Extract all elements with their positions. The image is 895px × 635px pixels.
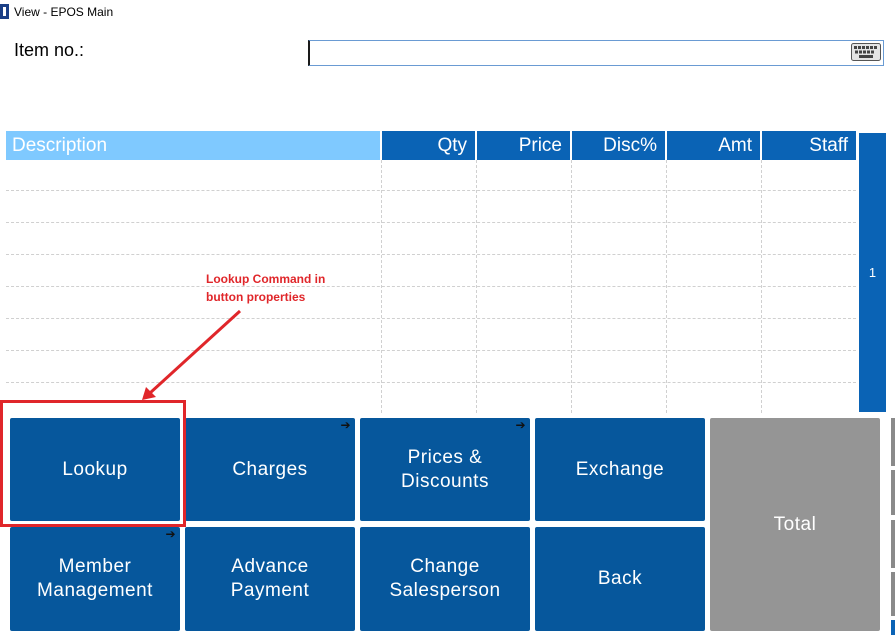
edge-panel bbox=[891, 418, 895, 466]
advance-payment-button[interactable]: Advance Payment bbox=[185, 527, 355, 631]
total-label: Total bbox=[773, 513, 817, 535]
charges-label: Charges bbox=[232, 458, 308, 480]
items-grid[interactable] bbox=[6, 160, 856, 413]
lookup-button[interactable]: Lookup bbox=[10, 418, 180, 521]
column-header-disc: Disc% bbox=[572, 131, 665, 160]
grid-row-line bbox=[6, 222, 856, 223]
grid-column-line bbox=[476, 160, 477, 413]
change-salesperson-label: Change Salesperson bbox=[389, 556, 501, 601]
grid-row-line bbox=[6, 254, 856, 255]
grid-column-line bbox=[381, 160, 382, 413]
column-header-amt: Amt bbox=[667, 131, 760, 160]
column-header-staff: Staff bbox=[762, 131, 856, 160]
keyboard-icon[interactable] bbox=[851, 43, 881, 61]
exchange-button[interactable]: Exchange bbox=[535, 418, 705, 521]
edge-panel bbox=[891, 620, 895, 635]
charges-button[interactable]: ➔ Charges bbox=[185, 418, 355, 521]
app-icon bbox=[0, 4, 9, 19]
edge-panel bbox=[891, 470, 895, 515]
member-management-label: Member Management bbox=[37, 556, 153, 601]
total-button[interactable]: Total bbox=[710, 418, 880, 631]
member-management-button[interactable]: ➔ Member Management bbox=[10, 527, 180, 631]
prices-discounts-button[interactable]: ➔ Prices & Discounts bbox=[360, 418, 530, 521]
annotation-text: Lookup Command in button properties bbox=[206, 272, 326, 304]
grid-page-indicator[interactable]: 1 bbox=[859, 133, 886, 412]
lookup-label: Lookup bbox=[62, 458, 128, 480]
prices-discounts-label: Prices & Discounts bbox=[401, 446, 489, 492]
grid-column-line bbox=[571, 160, 572, 413]
edge-panel bbox=[891, 520, 895, 568]
grid-row-line bbox=[6, 318, 856, 319]
grid-row-line bbox=[6, 382, 856, 383]
change-salesperson-button[interactable]: Change Salesperson bbox=[360, 527, 530, 631]
grid-row-line bbox=[6, 190, 856, 191]
advance-payment-label: Advance Payment bbox=[230, 556, 310, 601]
lookup-highlight-box bbox=[0, 400, 186, 527]
item-no-label: Item no.: bbox=[14, 40, 85, 60]
column-header-qty: Qty bbox=[382, 131, 475, 160]
page-number: 1 bbox=[868, 265, 877, 280]
back-button[interactable]: Back bbox=[535, 527, 705, 631]
exchange-label: Exchange bbox=[575, 458, 665, 480]
submenu-arrow-icon: ➔ bbox=[165, 527, 176, 541]
column-header-price: Price bbox=[477, 131, 570, 160]
submenu-arrow-icon: ➔ bbox=[340, 418, 351, 432]
column-header-description: Description bbox=[6, 131, 380, 160]
title-bar: View - EPOS Main bbox=[0, 0, 895, 24]
item-no-input[interactable] bbox=[308, 40, 884, 66]
grid-column-line bbox=[761, 160, 762, 413]
back-label: Back bbox=[597, 568, 643, 589]
grid-column-line bbox=[666, 160, 667, 413]
window-title: View - EPOS Main bbox=[14, 5, 114, 19]
grid-row-line bbox=[6, 286, 856, 287]
submenu-arrow-icon: ➔ bbox=[515, 418, 526, 432]
edge-panel bbox=[891, 572, 895, 616]
grid-row-line bbox=[6, 350, 856, 351]
